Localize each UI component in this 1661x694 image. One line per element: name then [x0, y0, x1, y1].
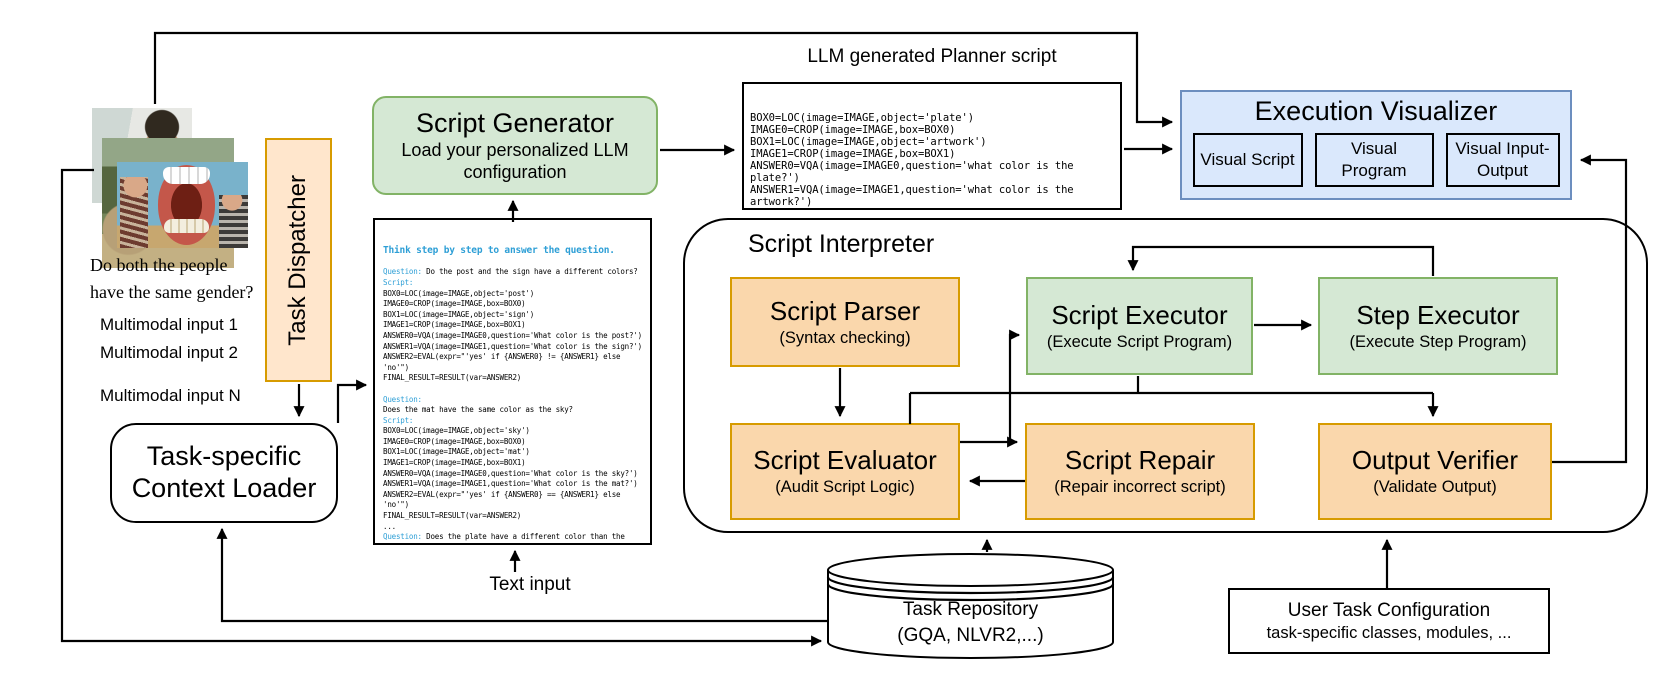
visual-program-panel: Visual Program: [1314, 133, 1434, 188]
prompt-code: Think step by step to answer the questio…: [383, 245, 642, 543]
script-repair-node: Script Repair (Repair incorrect script): [1025, 423, 1255, 520]
output-verifier-node: Output Verifier (Validate Output): [1318, 423, 1552, 520]
dental-model-upper-teeth: [162, 167, 210, 185]
example-question-line1: Do both the people: [90, 255, 228, 275]
execution-visualizer-node: Execution Visualizer Visual Script Visua…: [1180, 90, 1572, 200]
text-input-label: Text input: [489, 574, 571, 595]
child-figure-left: [119, 177, 149, 248]
output-verifier-title: Output Verifier: [1351, 445, 1519, 476]
multimodal-input-n-label: Multimodal input N: [100, 386, 241, 405]
script-evaluator-subtitle: (Audit Script Logic): [775, 478, 915, 497]
script-executor-title: Script Executor: [1051, 299, 1228, 330]
output-verifier-subtitle: (Validate Output): [1373, 478, 1497, 497]
script-generator-subtitle: Load your personalized LLM configuration: [401, 140, 629, 182]
planner-script-caption: LLM generated Planner script: [807, 46, 1057, 67]
script-evaluator-node: Script Evaluator (Audit Script Logic): [730, 423, 960, 520]
execution-visualizer-panels: Visual Script Visual Program Visual Inpu…: [1192, 133, 1560, 188]
context-loader-node: Task-specific Context Loader: [110, 423, 338, 523]
input-image-kids-dental-model: [117, 162, 248, 248]
context-loader-line2: Context Loader: [131, 473, 317, 503]
wire-loader-to-prompt: [336, 379, 368, 423]
script-parser-title: Script Parser: [769, 295, 921, 326]
user-task-config-title: User Task Configuration: [1287, 599, 1491, 621]
task-dispatcher-node: Task Dispatcher: [265, 138, 332, 382]
child-figure-right: [219, 194, 248, 248]
prompt-code-box: Think step by step to answer the questio…: [373, 218, 652, 545]
example-question: Do both the people have the same gender?: [90, 252, 290, 306]
script-executor-node: Script Executor (Execute Script Program): [1026, 277, 1253, 375]
script-evaluator-title: Script Evaluator: [753, 445, 937, 476]
script-generator-title: Script Generator: [415, 107, 615, 138]
script-interpreter-title: Script Interpreter: [748, 230, 935, 258]
planner-code: BOX0=LOC(image=IMAGE,object='plate')IMAG…: [750, 112, 1074, 208]
script-parser-node: Script Parser (Syntax checking): [730, 277, 960, 367]
script-repair-title: Script Repair: [1064, 445, 1216, 476]
task-repository-line2: (GQA, NLVR2,...): [897, 624, 1044, 646]
script-parser-subtitle: (Syntax checking): [779, 328, 911, 347]
step-executor-subtitle: (Execute Step Program): [1349, 332, 1527, 351]
execution-visualizer-title: Execution Visualizer: [1254, 96, 1498, 126]
step-executor-node: Step Executor (Execute Step Program): [1318, 277, 1558, 375]
visual-script-panel: Visual Script: [1192, 133, 1303, 188]
task-repository-line1: Task Repository: [902, 599, 1039, 620]
user-task-config-node: User Task Configuration task-specific cl…: [1228, 588, 1550, 654]
multimodal-input-1-label: Multimodal input 1: [100, 315, 238, 334]
task-repository-label: Task Repository (GQA, NLVR2,...): [828, 597, 1113, 648]
task-dispatcher-label: Task Dispatcher: [284, 174, 312, 346]
script-repair-subtitle: (Repair incorrect script): [1054, 478, 1226, 497]
planner-script-box: BOX0=LOC(image=IMAGE,object='plate')IMAG…: [742, 82, 1122, 210]
example-question-line2: have the same gender?: [90, 282, 254, 302]
step-executor-title: Step Executor: [1356, 299, 1520, 330]
context-loader-line1: Task-specific: [146, 441, 302, 472]
user-task-config-subtitle: task-specific classes, modules, ...: [1266, 623, 1512, 642]
dental-model-lower-teeth: [164, 218, 209, 233]
script-generator-node: Script Generator Load your personalized …: [372, 96, 658, 195]
visual-input-output-panel: Visual Input-Output: [1445, 133, 1560, 188]
script-executor-subtitle: (Execute Script Program): [1046, 332, 1233, 351]
multimodal-input-2-label: Multimodal input 2: [100, 343, 238, 362]
